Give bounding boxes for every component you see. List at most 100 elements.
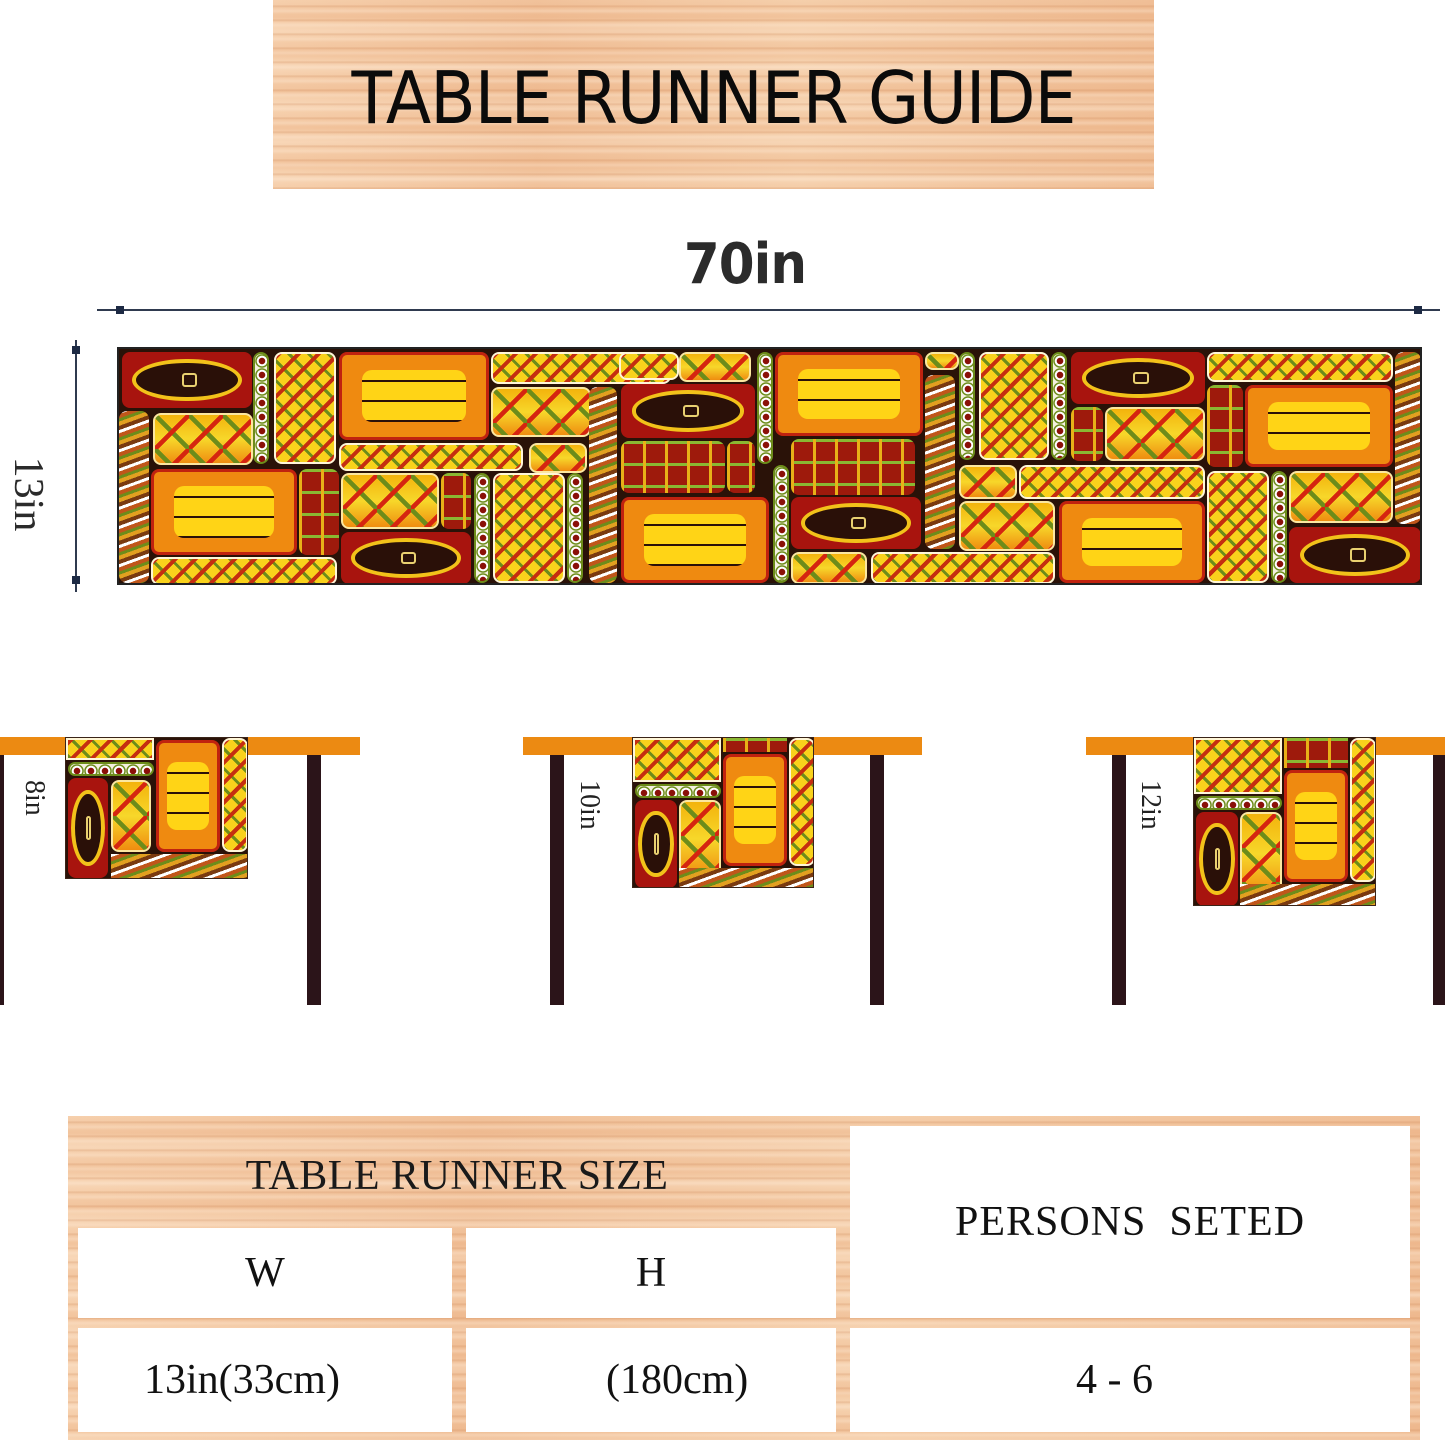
triangle-motif [1240,812,1282,896]
zigzag-band [1019,465,1205,499]
figures-motif [1245,385,1393,467]
mask-motif [1196,812,1238,905]
triangle-motif [491,387,591,437]
wave-stripe [119,411,149,583]
table-leg-left [550,755,564,1005]
zigzag-band [1207,352,1393,382]
persons-seated-value: 4 - 6 [850,1328,1410,1432]
size-table-header: TABLE RUNNER SIZE [245,1153,669,1199]
size-table: TABLE RUNNER SIZE W H 13in(33cm) (180cm)… [68,1116,1420,1440]
zigzag-band [633,738,721,782]
dot-stripe [757,352,773,464]
mask-motif [621,384,755,438]
spiral-motif [1071,407,1103,461]
zigzag-motif [493,473,565,583]
figures-motif [156,740,220,852]
dot-stripe [474,473,490,583]
width-line-end-cap [72,576,80,584]
spiral-motif [621,441,725,493]
dot-stripe [959,352,975,460]
runner-drop-8in [65,737,248,879]
dot-stripe [68,762,154,776]
mask-motif [635,800,677,887]
wave-stripe [679,868,813,887]
wave-stripe [589,387,617,583]
table-leg-right [870,755,884,1005]
dot-stripe [1271,471,1287,583]
triangle-motif [679,352,751,382]
figures-motif [339,352,489,440]
triangle-motif [959,501,1055,551]
zigzag-motif [789,738,813,866]
zigzag-band [339,443,523,471]
height-value: (180cm) [466,1328,836,1432]
figures-motif [775,352,923,436]
spiral-motif [727,441,755,493]
mask-motif [122,352,252,408]
table-leg-left [1112,755,1126,1005]
zigzag-band [871,552,1055,583]
triangle-motif [341,473,439,529]
mask-motif [1071,352,1205,404]
dot-stripe [635,784,721,798]
spiral-motif [299,469,339,555]
runner-drop-12in [1193,737,1376,906]
page-title: TABLE RUNNER GUIDE [351,55,1076,140]
width-line-start-cap [72,346,80,354]
width-value: 13in(33cm) [78,1328,452,1432]
figures-motif [621,497,769,583]
width-label: 13in [5,456,51,532]
dot-stripe [253,352,269,464]
triangle-motif [1289,471,1393,523]
length-line-end-cap [1414,306,1422,314]
spiral-motif [1207,385,1243,467]
zigzag-band [619,352,679,380]
triangle-motif [959,465,1017,499]
width-column-header: W [78,1228,452,1318]
dot-stripe [1051,352,1067,460]
zigzag-motif [222,738,247,852]
triangle-motif [791,552,867,583]
table-runner-pattern [117,347,1422,585]
drop-label-8in: 8in [19,780,50,816]
triangle-motif [529,443,587,473]
length-line-start-cap [116,306,124,314]
triangle-motif [1105,407,1205,461]
mask-motif [1289,527,1420,583]
spiral-motif [441,473,471,529]
zigzag-motif [1350,738,1375,882]
figures-motif [1059,501,1205,583]
table-leg-left [0,755,4,1005]
zigzag-band [151,557,337,583]
wave-stripe [925,375,955,549]
length-dimension-line [97,309,1440,311]
title-banner: TABLE RUNNER GUIDE [273,0,1154,189]
figures-motif [151,469,297,555]
persons-seated-header: PERSONS SETED [850,1126,1410,1318]
zigzag-band [1194,738,1282,794]
wave-stripe [111,854,247,878]
spiral-motif [723,738,787,752]
mask-motif [68,778,108,878]
mask-motif [791,497,921,549]
spiral-motif [791,439,915,495]
table-leg-right [307,755,321,1005]
zigzag-motif [979,352,1049,460]
table-leg-right [1433,755,1445,1005]
triangle-motif [679,800,721,878]
triangle-motif [925,352,959,370]
height-column-header: H [466,1228,836,1318]
figures-motif [723,754,787,866]
zigzag-motif [274,352,336,464]
triangle-motif [111,780,151,852]
triangle-motif [153,413,253,465]
figures-motif [1284,770,1348,882]
zigzag-band [66,738,154,760]
spiral-motif [1284,738,1348,768]
drop-label-10in: 10in [574,780,605,830]
dot-stripe [567,473,583,583]
dot-stripe [773,465,789,583]
zigzag-motif [1207,471,1269,583]
wave-stripe [1240,884,1375,905]
dot-stripe [1196,796,1282,810]
